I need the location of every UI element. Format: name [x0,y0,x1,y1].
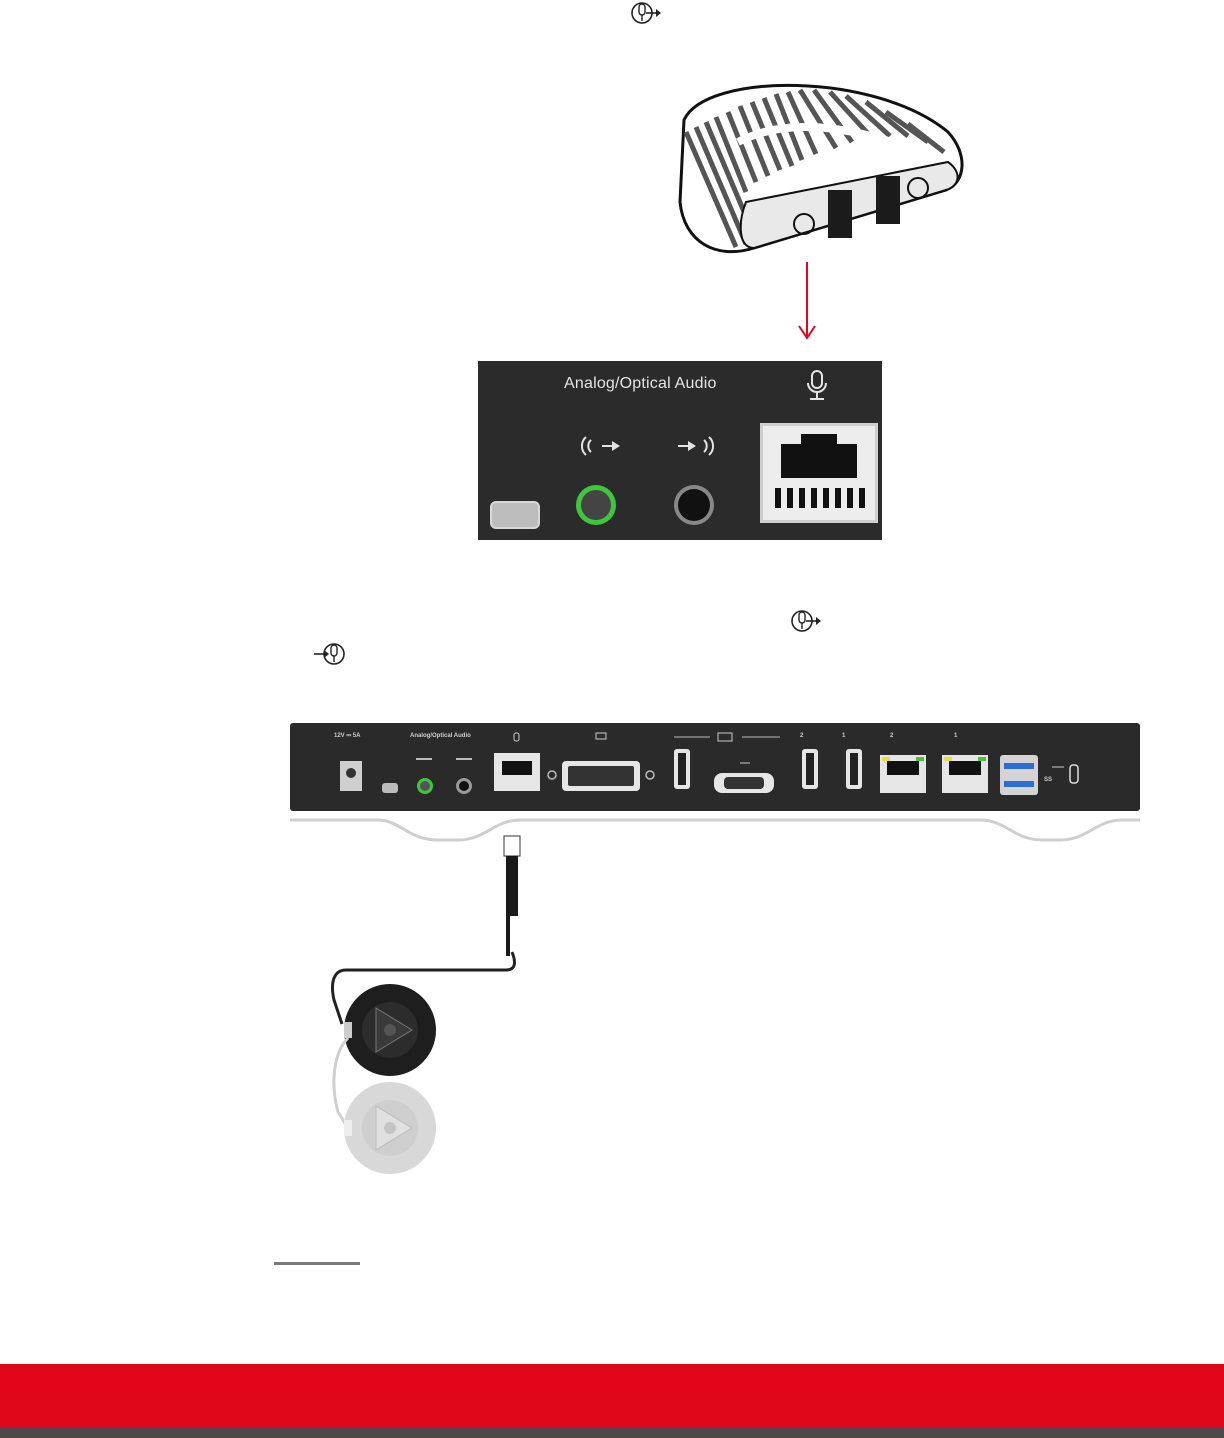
analog-out-jack [576,485,616,525]
connection-arrow [796,262,818,342]
microphone-input-icon [312,640,348,670]
microphone-rj45-port [760,423,878,523]
audio-label: Analog/Optical Audio [410,733,471,739]
hdmi-in-2-label: 2 [800,733,804,739]
audio-panel-closeup: Analog/Optical Audio [478,361,882,540]
panel-title: Analog/Optical Audio [564,375,717,392]
microphone-icon [804,369,830,406]
usb-label: SS [1044,777,1053,783]
chassis-edge [290,812,1140,848]
footer-brand-bar [0,1364,1224,1428]
power-label: 12V ⎓ 5A [334,733,361,739]
lan-1-label: 1 [954,733,958,739]
audio-in-icon [674,431,720,466]
analog-in-jack [674,485,714,525]
audio-out-icon [578,431,624,466]
lan-2-label: 2 [890,733,894,739]
section-rule [274,1262,360,1265]
microphone-cable-assembly [320,832,530,1177]
microphone-pod-illustration [676,72,966,262]
rear-panel-ports [340,732,1079,795]
microphone-output-icon [788,608,824,638]
optical-port [490,501,540,529]
hdmi-in-1-label: 1 [842,733,846,739]
codec-rear-panel: 12V ⎓ 5A Analog/Optical Audio 2 1 2 1 SS [290,723,1140,811]
microphone-output-icon [628,0,664,30]
footer-base-bar [0,1428,1224,1438]
